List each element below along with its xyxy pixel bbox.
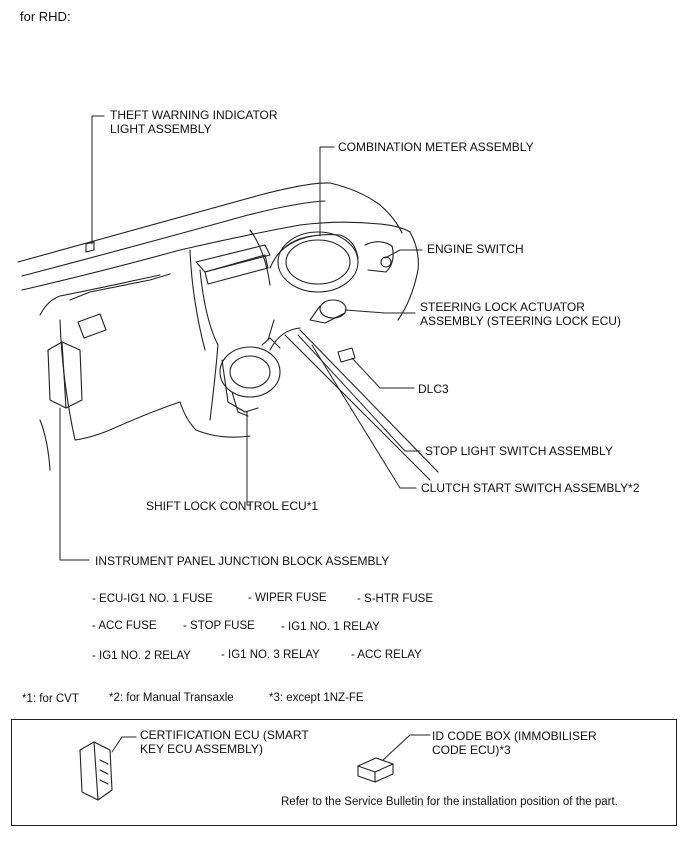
junction-block-label: INSTRUMENT PANEL JUNCTION BLOCK ASSEMBLY (95, 554, 390, 568)
combination-meter-label: COMBINATION METER ASSEMBLY (338, 140, 534, 154)
shift-lock-ecu-label: SHIFT LOCK CONTROL ECU*1 (146, 499, 319, 513)
fuse-item: - S-HTR FUSE (357, 593, 434, 605)
id-code-box-label-line1: ID CODE BOX (IMMOBILISER (432, 729, 597, 743)
steering-lock-label-line2: ASSEMBLY (STEERING LOCK ECU) (420, 314, 621, 328)
footnote-manual-transaxle: *2: for Manual Transaxle (109, 692, 234, 704)
id-code-box-label-line2: CODE ECU)*3 (432, 743, 511, 757)
fuse-item: - ACC RELAY (351, 649, 422, 661)
fuse-item: - STOP FUSE (183, 620, 255, 632)
fuse-item: - WIPER FUSE (248, 592, 327, 604)
certification-ecu-label-line1: CERTIFICATION ECU (SMART (140, 728, 309, 742)
engine-switch-label: ENGINE SWITCH (427, 242, 524, 256)
clutch-start-switch-label: CLUTCH START SWITCH ASSEMBLY*2 (421, 481, 640, 495)
reference-box (11, 719, 677, 826)
fuse-item: - IG1 NO. 1 RELAY (281, 621, 380, 633)
footnote-cvt: *1: for CVT (22, 693, 79, 705)
service-bulletin-note: Refer to the Service Bulletin for the in… (281, 796, 618, 808)
theft-warning-label-line2: LIGHT ASSEMBLY (110, 122, 212, 136)
stop-light-switch-label: STOP LIGHT SWITCH ASSEMBLY (425, 444, 613, 458)
steering-lock-label-line1: STEERING LOCK ACTUATOR (420, 300, 585, 314)
footnote-except-engine: *3: except 1NZ-FE (269, 692, 364, 704)
fuse-item: - ECU-IG1 NO. 1 FUSE (92, 593, 213, 605)
theft-warning-label-line1: THEFT WARNING INDICATOR (110, 108, 278, 122)
fuse-item: - IG1 NO. 3 RELAY (221, 649, 320, 661)
certification-ecu-label-line2: KEY ECU ASSEMBLY) (140, 742, 263, 756)
dlc3-label: DLC3 (418, 382, 449, 396)
fuse-item: - IG1 NO. 2 RELAY (92, 650, 191, 662)
fuse-item: - ACC FUSE (92, 620, 157, 632)
variant-label: for RHD: (20, 9, 71, 24)
